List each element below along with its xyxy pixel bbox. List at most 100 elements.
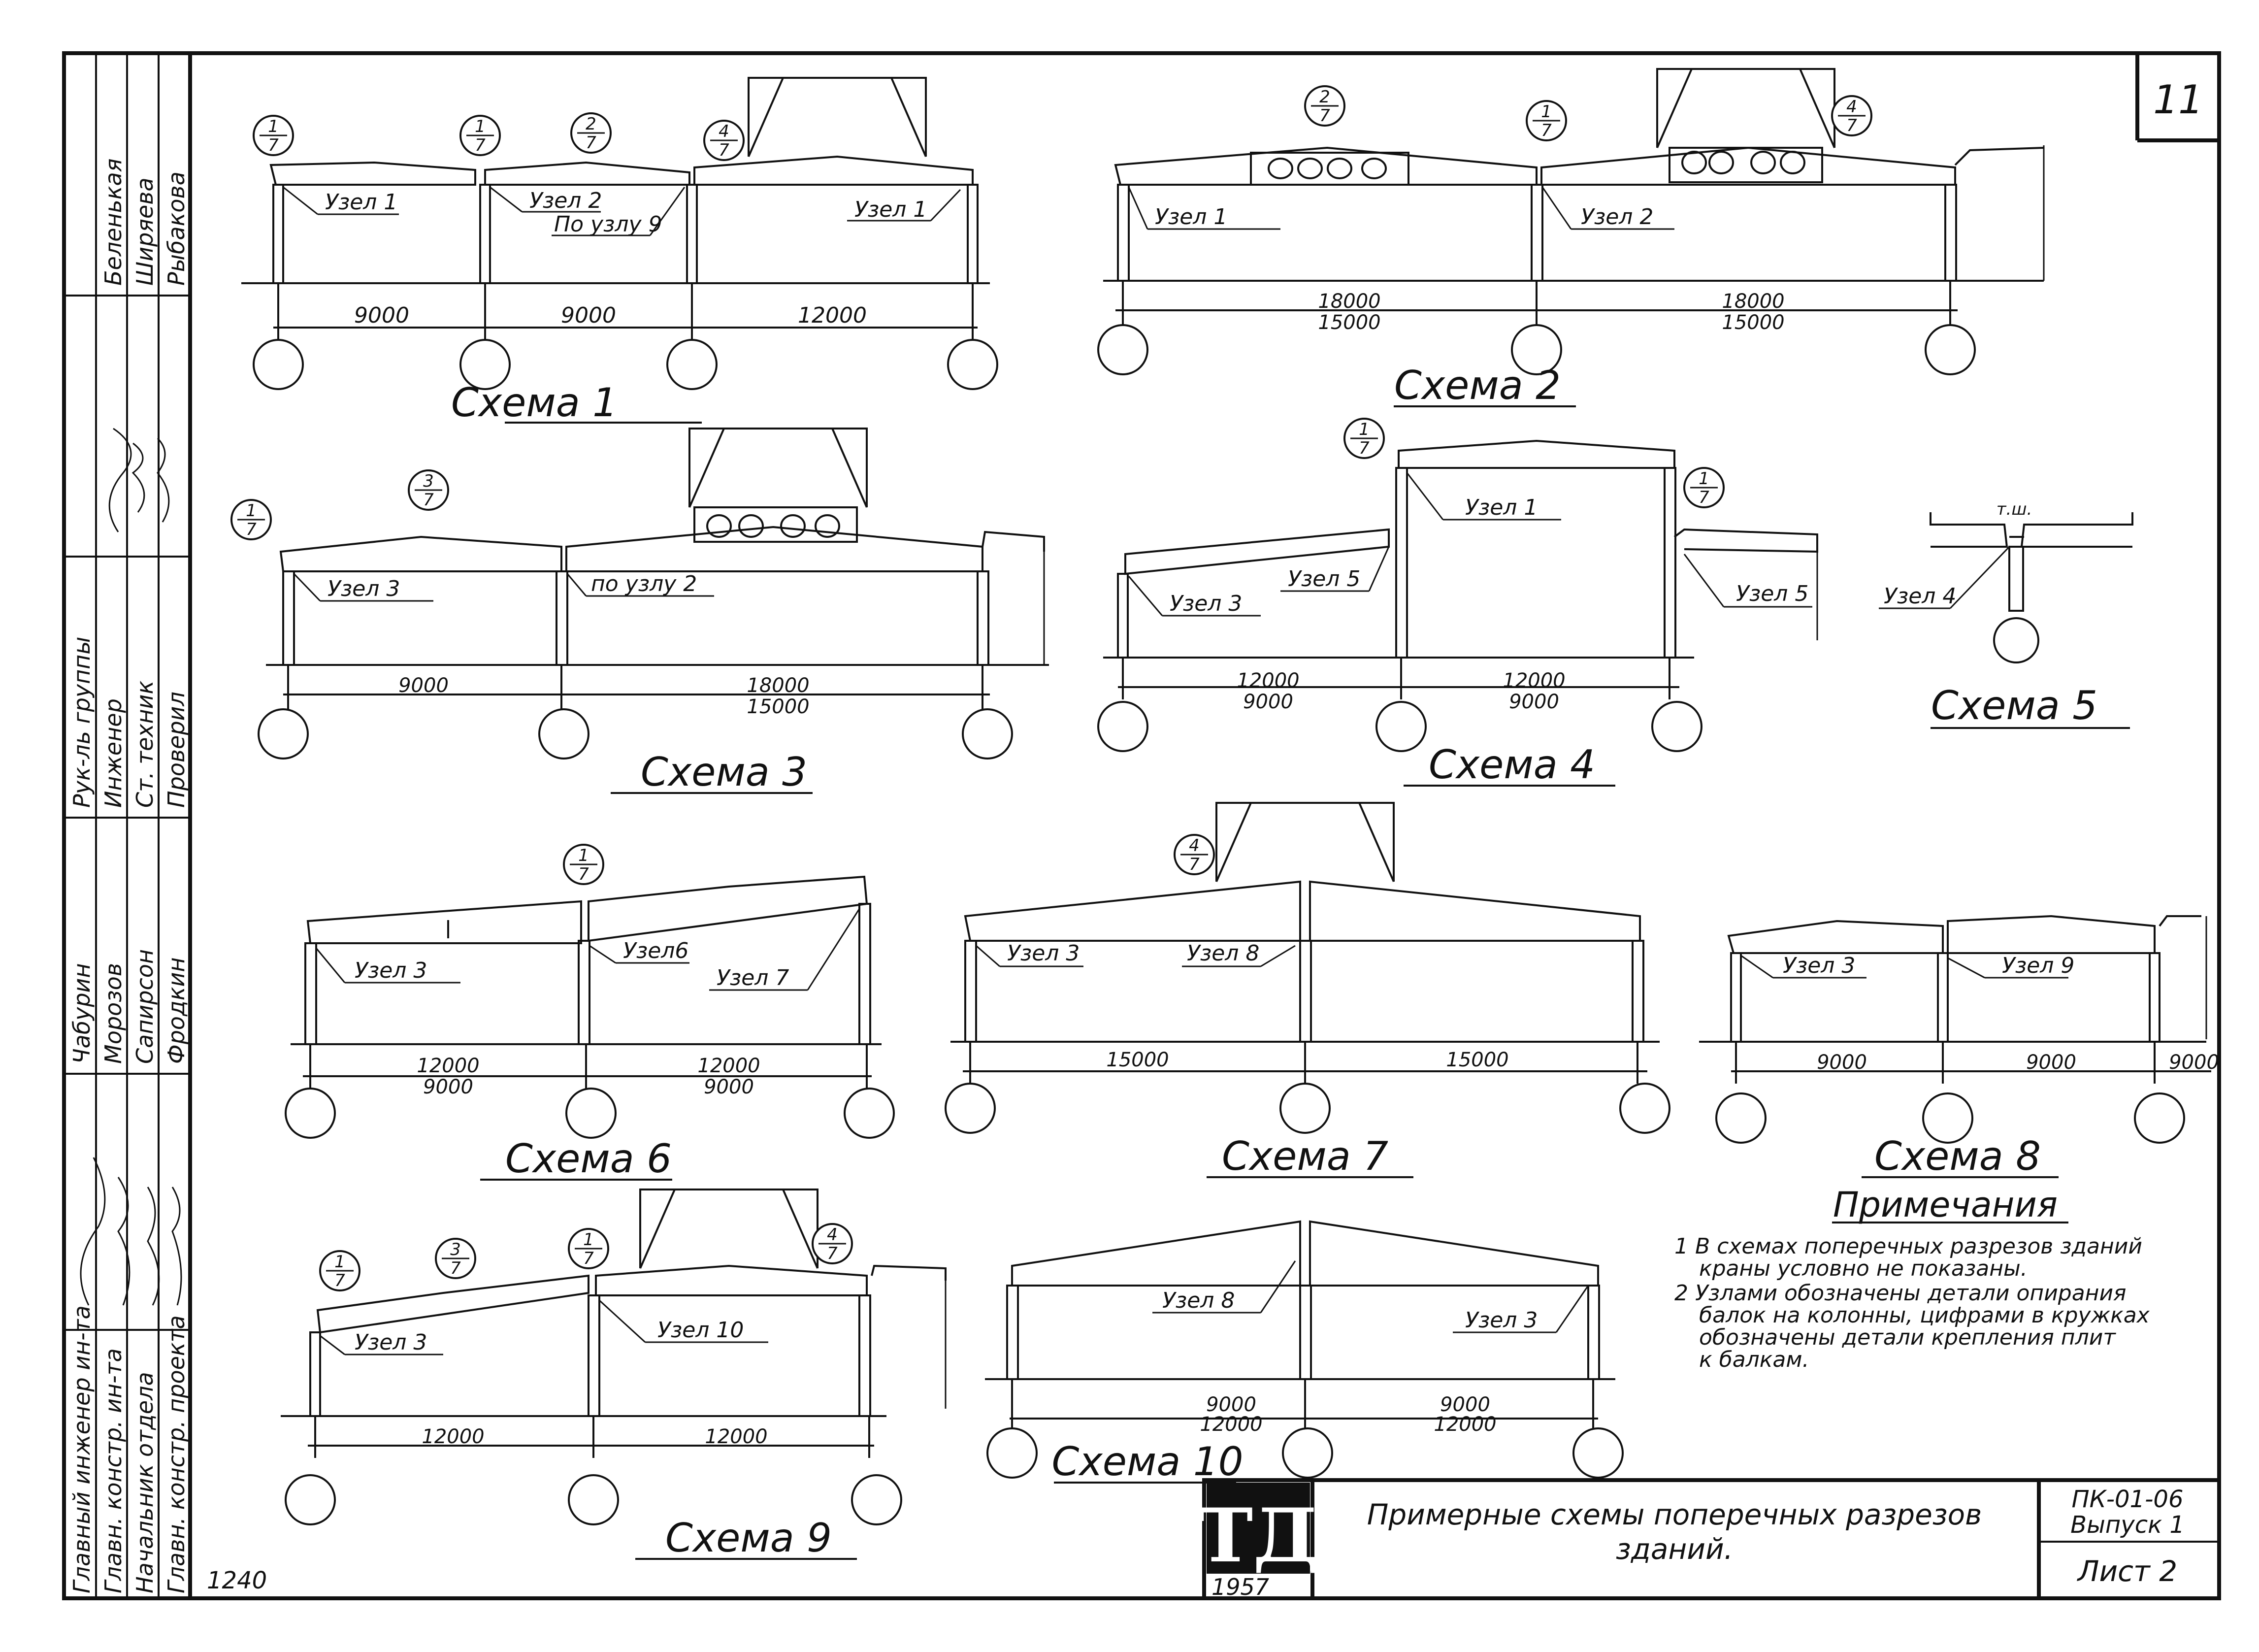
- note-line-5: обозначены детали крепления плит: [1699, 1325, 2116, 1350]
- scheme-3: 1 7 3 7 Узел 3 по узлу 2 9000 18000 1500…: [230, 428, 1049, 795]
- s10-node-1: Узел 8: [1162, 1288, 1235, 1313]
- sheet-label: Лист 2: [2077, 1554, 2177, 1588]
- s10-span-1b: 12000: [1200, 1413, 1262, 1436]
- role-engineer: Инженер: [100, 698, 127, 808]
- name-rybakova: Рыбакова: [163, 171, 190, 286]
- stamp-block-names: Беленькая Ширяева Рыбакова Чабурин Мороз…: [68, 159, 190, 1064]
- s8-node-1: Узел 3: [1783, 953, 1855, 978]
- s4-node-3: Узел 1: [1465, 495, 1538, 520]
- s1-mark-3-bottom: 7: [586, 133, 596, 153]
- note-line-3: 2 Узлами обозначены детали опирания: [1674, 1281, 2127, 1306]
- role-checked: Проверил: [163, 692, 190, 808]
- s2-node-2: Узел 2: [1581, 204, 1653, 230]
- note-line-1: 1 В схемах поперечных разрезов зданий: [1674, 1234, 2142, 1259]
- s1-node-3: По узлу 9: [554, 212, 662, 237]
- s7-title: Схема 7: [1222, 1133, 1388, 1179]
- s9-mark-2-bottom: 7: [450, 1258, 461, 1278]
- s4-node-2: Узел 5: [1288, 566, 1360, 592]
- s6-mark-1-bottom: 7: [578, 864, 589, 884]
- role-senior-technician: Ст. техник: [131, 681, 158, 808]
- stamp-code: 1240: [207, 1567, 267, 1594]
- note-line-2: краны условно не показаны.: [1699, 1256, 2028, 1281]
- s3-mark-1-bottom: 7: [246, 520, 257, 539]
- s2-mark-3-bottom: 7: [1846, 116, 1857, 135]
- s6-node-2: Узел6: [623, 938, 688, 963]
- scheme-2: 2 7 1 7 4 7 Узел 1 Узел 2 18000 15000 18…: [1097, 68, 2045, 408]
- s5-title: Схема 5: [1931, 683, 2097, 728]
- s1-mark-2-bottom: 7: [475, 135, 486, 155]
- s1-mark-3-top: 2: [586, 114, 596, 134]
- s1-span-1: 9000: [354, 303, 409, 328]
- s10-span-2b: 12000: [1434, 1413, 1496, 1436]
- s7-span-2: 15000: [1446, 1049, 1508, 1071]
- s4-span-2b: 9000: [1509, 691, 1559, 713]
- s3-span-1: 9000: [398, 674, 449, 697]
- s6-node-3: Узел 7: [717, 965, 789, 991]
- s4-node-4: Узел 5: [1736, 581, 1808, 606]
- role-chief-constructor-project: Главн. констр. проекта: [163, 1315, 190, 1593]
- s9-node-1: Узел 3: [355, 1330, 427, 1355]
- s8-span-3: 9000: [2169, 1051, 2219, 1074]
- sheet-border: [62, 51, 2221, 1600]
- s4-span-1a: 12000: [1237, 669, 1299, 692]
- s4-node-1: Узел 3: [1170, 591, 1242, 616]
- s5-label: т.ш.: [1997, 499, 2032, 519]
- s9-title: Схема 9: [665, 1515, 832, 1561]
- s2-span-1b: 15000: [1318, 311, 1380, 334]
- s2-mark-1-top: 2: [1319, 87, 1330, 107]
- role-group-leader: Рук-ль группы: [68, 636, 95, 808]
- s1-mark-1-bottom: 7: [268, 135, 279, 155]
- s1-mark-2-top: 1: [475, 117, 486, 136]
- s1-node-2: Узел 2: [529, 188, 602, 213]
- s2-span-1a: 18000: [1318, 290, 1380, 313]
- s1-node-4: Узел 1: [854, 197, 927, 222]
- title-block: ТД 1957 Примерные схемы поперечных разре…: [1198, 1478, 2221, 1600]
- s10-node-2: Узел 3: [1465, 1308, 1538, 1333]
- scheme-7: 4 7 Узел 3 Узел 8 15000 15000 Схема 7: [945, 802, 1670, 1179]
- s10-span-2a: 9000: [1440, 1393, 1490, 1416]
- s2-mark-3-top: 4: [1846, 97, 1857, 117]
- s6-span-2a: 12000: [697, 1055, 760, 1077]
- s4-span-1b: 9000: [1243, 691, 1293, 713]
- role-chief-constructor-institute: Главн. констр. ин-та: [100, 1348, 127, 1593]
- s7-mark-1-bottom: 7: [1189, 855, 1200, 874]
- s4-mark-2-top: 1: [1699, 469, 1709, 489]
- stamp-block-roles: Главный инженер ин-та Главн. констр. ин-…: [68, 636, 190, 1593]
- scheme-5: т.ш. Узел 4 Схема 5: [1879, 499, 2133, 729]
- s6-node-1: Узел 3: [355, 958, 427, 983]
- role-chief-engineer: Главный инженер ин-та: [68, 1305, 95, 1593]
- s9-mark-1-bottom: 7: [334, 1271, 345, 1290]
- s3-mark-1-top: 1: [246, 501, 257, 521]
- s9-node-2: Узел 10: [657, 1318, 744, 1343]
- s7-mark-1-top: 4: [1189, 836, 1200, 856]
- s2-node-1: Узел 1: [1155, 204, 1227, 230]
- s9-mark-1-top: 1: [334, 1252, 345, 1272]
- name-chaburin: Чабурин: [68, 963, 95, 1064]
- s7-span-1: 15000: [1106, 1049, 1169, 1071]
- s3-node-2: по узлу 2: [591, 571, 697, 596]
- s9-span-2: 12000: [705, 1425, 767, 1448]
- doc-code: ПК-01-06: [2072, 1486, 2184, 1513]
- note-line-4: балок на колонны, цифрами в кружках: [1699, 1303, 2150, 1328]
- s3-mark-2-bottom: 7: [423, 490, 434, 510]
- s3-span-2a: 18000: [747, 674, 809, 697]
- s2-span-2b: 15000: [1722, 311, 1784, 334]
- s1-node-1: Узел 1: [325, 190, 397, 215]
- s2-span-2a: 18000: [1722, 290, 1784, 313]
- s4-title: Схема 4: [1429, 742, 1595, 788]
- s3-span-2b: 15000: [747, 695, 809, 718]
- s2-mark-2-top: 1: [1541, 102, 1552, 122]
- s7-node-2: Узел 8: [1187, 941, 1259, 966]
- s6-span-1b: 9000: [423, 1076, 473, 1098]
- td-logo-box: [1207, 1483, 1310, 1574]
- s9-mark-3-bottom: 7: [583, 1249, 594, 1268]
- note-line-6: к балкам.: [1699, 1347, 1809, 1372]
- s2-mark-1-bottom: 7: [1319, 106, 1330, 126]
- notes-block: Примечания 1 В схемах поперечных разрезо…: [1674, 1185, 2150, 1372]
- td-logo: ТД: [1198, 1492, 1319, 1579]
- scheme-1: 1 7 1 7 2 7 4 7 Узел 1 Узел 2 По узлу 9 …: [241, 77, 998, 426]
- s4-mark-2-bottom: 7: [1699, 488, 1709, 507]
- s9-span-1: 12000: [422, 1425, 484, 1448]
- s1-mark-1-top: 1: [268, 117, 279, 136]
